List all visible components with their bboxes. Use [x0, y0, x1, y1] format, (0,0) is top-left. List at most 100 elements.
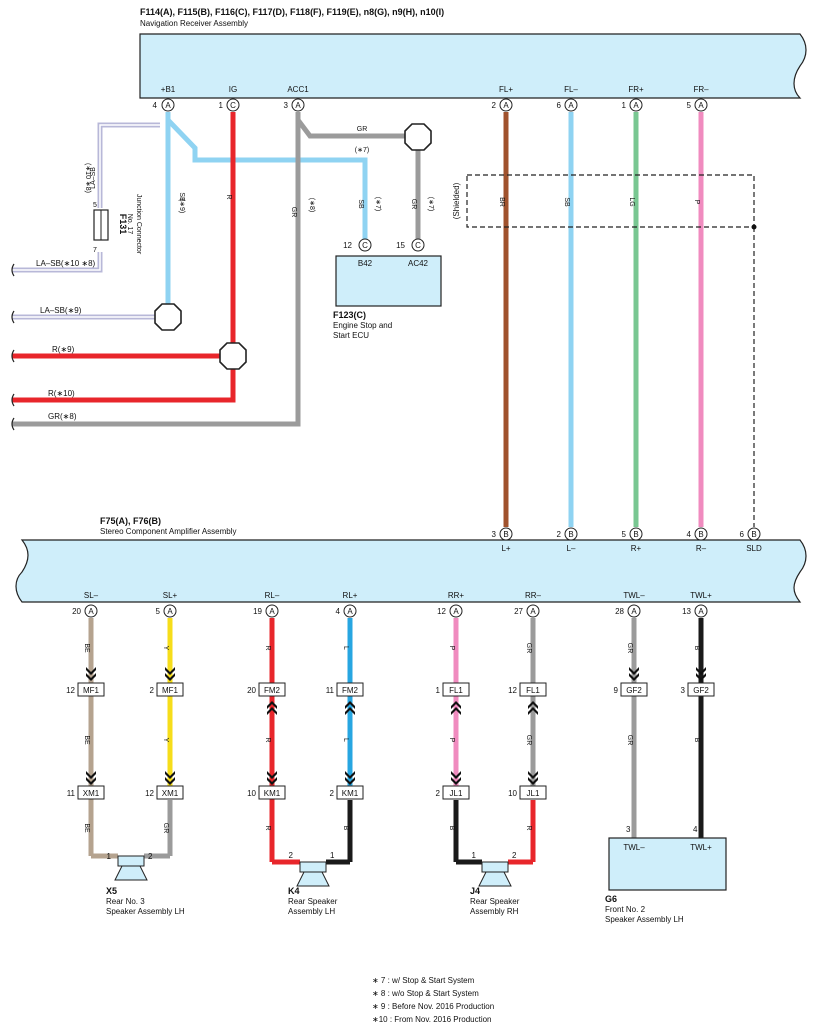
amp-pin-rr-plus: RR+ 12 A	[437, 591, 465, 618]
svg-text:BE: BE	[83, 643, 90, 653]
wire-gray-7	[296, 118, 405, 139]
svg-text:LA–SB: LA–SB	[90, 167, 97, 189]
svg-text:1: 1	[107, 852, 112, 861]
svg-text:SL–: SL–	[84, 591, 99, 600]
svg-text:FL1: FL1	[526, 686, 540, 695]
svg-text:13: 13	[682, 607, 691, 616]
svg-text:B42: B42	[358, 259, 373, 268]
svg-text:JL1: JL1	[450, 789, 463, 798]
svg-text:KM1: KM1	[342, 789, 359, 798]
amp-pin-r-minus: 4 B R–	[687, 527, 708, 553]
svg-text:3: 3	[284, 101, 289, 110]
svg-text:IG: IG	[229, 85, 237, 94]
svg-text:∗10 : From Nov. 2016 Producti: ∗10 : From Nov. 2016 Production	[372, 1015, 492, 1024]
svg-text:L: L	[342, 646, 349, 650]
wire-la-sb-upper	[97, 122, 160, 208]
svg-text:2: 2	[436, 789, 441, 798]
svg-text:ACC1: ACC1	[287, 85, 309, 94]
svg-text:4: 4	[153, 101, 158, 110]
svg-text:R: R	[525, 825, 532, 830]
svg-text:TWL–: TWL–	[623, 591, 645, 600]
svg-text:7: 7	[93, 247, 97, 254]
svg-text:RL+: RL+	[343, 591, 358, 600]
svg-text:5: 5	[156, 607, 161, 616]
svg-text:GR: GR	[626, 735, 633, 746]
svg-text:RR+: RR+	[448, 591, 465, 600]
svg-text:C: C	[362, 241, 368, 250]
svg-text:10: 10	[508, 789, 517, 798]
harness-la-sb-9: LA–SB(∗9)	[40, 306, 82, 315]
svg-text:(∗10 ∗8): (∗10 ∗8)	[84, 163, 91, 193]
svg-text:A: A	[698, 101, 704, 110]
svg-text:12: 12	[437, 607, 446, 616]
svg-text:1: 1	[472, 851, 477, 860]
svg-text:5: 5	[687, 101, 692, 110]
svg-text:15: 15	[396, 241, 405, 250]
svg-text:P: P	[448, 738, 455, 743]
svg-text:∗ 9 : Before Nov. 2016 Produc: ∗ 9 : Before Nov. 2016 Production	[372, 1002, 494, 1011]
connector-mf1-12: 12 MF1	[66, 682, 105, 697]
svg-text:3: 3	[681, 686, 686, 695]
connector-fl1-12: 12 FL1	[508, 682, 547, 697]
connector-fl1-1: 1 FL1	[436, 682, 470, 697]
svg-text:Engine Stop and: Engine Stop and	[333, 321, 392, 330]
speaker-k4: 2 1 K4 Rear Speaker Assembly LH	[288, 851, 338, 916]
nav-codes: F114(A), F115(B), F116(C), F117(D), F118…	[140, 7, 444, 17]
svg-text:B: B	[342, 826, 349, 831]
amp-pin-sl-minus: SL– 20 A	[72, 591, 99, 618]
connector-jl1-10: 10 JL1	[508, 785, 547, 800]
nav-pin-fl-minus: FL– 6 A	[557, 85, 578, 112]
svg-text:20: 20	[247, 686, 256, 695]
svg-text:A: A	[698, 607, 704, 616]
junction-connector-f131: LA–SB (∗10 ∗8) 5 7 F131 No. 17 Junction …	[84, 163, 142, 255]
svg-text:4: 4	[336, 607, 341, 616]
label-gr8: GR	[290, 207, 297, 218]
svg-text:2: 2	[512, 851, 517, 860]
svg-text:(∗7): (∗7)	[374, 197, 381, 211]
svg-text:X5: X5	[106, 886, 117, 896]
svg-text:A: A	[269, 607, 275, 616]
wire-gray-acc1	[12, 112, 301, 427]
svg-text:JL1: JL1	[527, 789, 540, 798]
svg-text:BE: BE	[83, 823, 90, 833]
svg-text:4: 4	[693, 825, 698, 834]
connector-fm2-11: 11 FM2	[326, 682, 364, 697]
label-br: BR	[498, 197, 505, 207]
connector-gf2-3: 3 GF2	[681, 682, 715, 697]
label-p: P	[693, 200, 700, 205]
svg-text:B: B	[693, 738, 700, 743]
svg-text:Speaker Assembly LH: Speaker Assembly LH	[605, 915, 684, 924]
svg-text:SLD: SLD	[746, 544, 762, 553]
svg-text:12: 12	[343, 241, 352, 250]
svg-text:A: A	[503, 101, 509, 110]
svg-text:B: B	[698, 530, 703, 539]
splice-acc-gr	[404, 123, 432, 151]
svg-text:3: 3	[626, 825, 631, 834]
footnotes: ∗ 7 : w/ Stop & Start System ∗ 8 : w/o S…	[372, 976, 494, 1024]
label-gr7b: GR	[410, 199, 417, 210]
svg-text:A: A	[631, 607, 637, 616]
shielded-label: (Shielded)	[452, 182, 461, 219]
speaker-wire-labels: BE BE BE Y Y GR R R R L L B P P B GR GR …	[83, 643, 700, 834]
svg-text:3: 3	[492, 530, 497, 539]
svg-text:6: 6	[740, 530, 745, 539]
svg-text:G6: G6	[605, 894, 617, 904]
svg-text:2: 2	[148, 852, 153, 861]
svg-text:FM2: FM2	[342, 686, 359, 695]
connector-gf2-9: 9 GF2	[614, 682, 648, 697]
connector-km1-2: 2 KM1	[330, 785, 364, 800]
svg-text:FL1: FL1	[449, 686, 463, 695]
svg-text:FL–: FL–	[564, 85, 578, 94]
connector-jl1-2: 2 JL1	[436, 785, 470, 800]
svg-text:27: 27	[514, 607, 523, 616]
connector-km1-10: 10 KM1	[247, 785, 286, 800]
svg-text:GF2: GF2	[626, 686, 642, 695]
svg-text:FM2: FM2	[264, 686, 281, 695]
label-gr7: GR	[357, 126, 368, 133]
svg-text:C: C	[415, 241, 421, 250]
nav-pin-fl-plus: FL+ 2 A	[492, 85, 513, 112]
svg-text:L–: L–	[567, 544, 576, 553]
svg-text:C: C	[230, 101, 236, 110]
amp-pin-twl-plus: TWL+ 13 A	[682, 591, 712, 618]
shield-box	[466, 174, 755, 228]
